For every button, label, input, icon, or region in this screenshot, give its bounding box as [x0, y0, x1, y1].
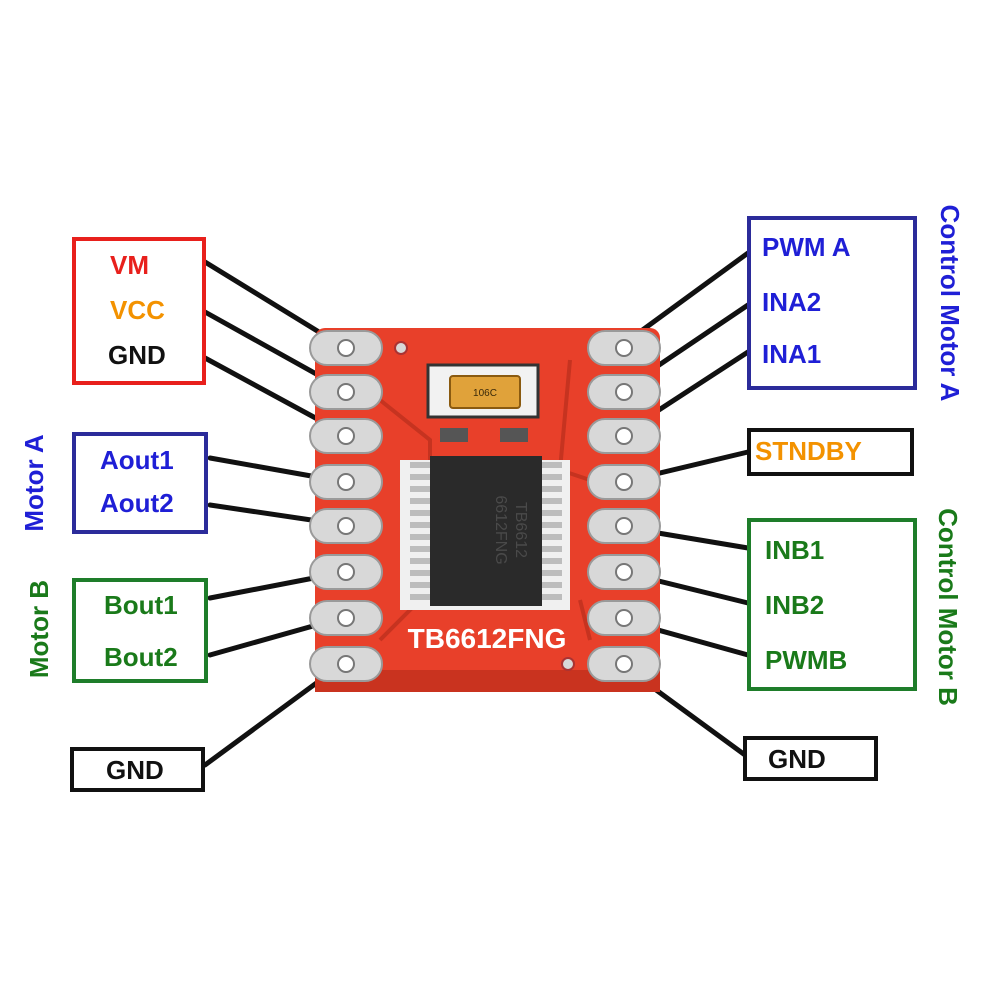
pin-hole-right-4 — [615, 473, 633, 491]
chip-leg-right-12 — [542, 594, 562, 600]
pin-hole-right-3 — [615, 427, 633, 445]
chip-text-2: 6612FNG — [492, 495, 509, 564]
capacitor — [449, 375, 521, 409]
pin-hole-right-8 — [615, 655, 633, 673]
control-b-title: Control Motor B — [933, 508, 963, 706]
pin-label-vcc: VCC — [110, 295, 165, 325]
chip-leg-left-6 — [410, 522, 430, 528]
pin-hole-left-8 — [337, 655, 355, 673]
chip-leg-left-1 — [410, 462, 430, 468]
pin-label-gnd-left: GND — [106, 755, 164, 785]
chip-leg-right-10 — [542, 570, 562, 576]
pin-label-ina2: INA2 — [762, 287, 822, 317]
mounting-hole-bottom — [561, 657, 575, 671]
pin-hole-left-3 — [337, 427, 355, 445]
pin-label-inb2: INB2 — [765, 590, 825, 620]
pin-hole-left-4 — [337, 473, 355, 491]
chip-leg-left-5 — [410, 510, 430, 516]
pin-label-pwma: PWM A — [762, 232, 851, 262]
control-a-title: Control Motor A — [935, 204, 965, 402]
motor-a-title: Motor A — [19, 434, 49, 532]
pin-hole-right-6 — [615, 563, 633, 581]
pin-label-gnd-power: GND — [108, 340, 166, 370]
pin-hole-right-1 — [615, 339, 633, 357]
pin-pads — [309, 330, 661, 682]
chip-leg-left-3 — [410, 486, 430, 492]
power-pins-box — [72, 237, 206, 385]
pin-hole-left-5 — [337, 517, 355, 535]
chip-leg-right-5 — [542, 510, 562, 516]
motor-b-title: Motor B — [24, 579, 54, 679]
standby-box — [747, 428, 914, 476]
capacitor-label: 106C — [473, 388, 497, 399]
chip-text: TB6612 — [512, 502, 529, 558]
chip-leg-left-11 — [410, 582, 430, 588]
pin-hole-right-5 — [615, 517, 633, 535]
chip-leg-left-7 — [410, 534, 430, 540]
pin-hole-left-6 — [337, 563, 355, 581]
pin-label-bout2: Bout2 — [104, 642, 178, 672]
board-name: TB6612FNG — [408, 623, 567, 654]
chip — [430, 456, 542, 606]
motor-b-box — [72, 578, 208, 683]
chip-leg-left-9 — [410, 558, 430, 564]
pin-hole-left-7 — [337, 609, 355, 627]
chip-leg-left-8 — [410, 546, 430, 552]
pin-label-bout1: Bout1 — [104, 590, 178, 620]
pin-label-inb1: INB1 — [765, 535, 825, 565]
pin-label-stndby: STNDBY — [755, 436, 862, 466]
pin-label-aout1: Aout1 — [100, 445, 174, 475]
pcb-board: 106C TB6612 6612FNG TB6612FNG — [315, 328, 660, 692]
chip-leg-left-4 — [410, 498, 430, 504]
chip-leg-left-12 — [410, 594, 430, 600]
pin-hole-left-2 — [337, 383, 355, 401]
motor-a-box — [72, 432, 208, 534]
chip-leg-right-11 — [542, 582, 562, 588]
pin-hole-right-2 — [615, 383, 633, 401]
pin-label-pwmb: PWMB — [765, 645, 848, 675]
pin-hole-left-1 — [337, 339, 355, 357]
chip-leg-right-8 — [542, 546, 562, 552]
chip-leg-left-10 — [410, 570, 430, 576]
chip-leg-right-9 — [542, 558, 562, 564]
chip-leg-right-3 — [542, 486, 562, 492]
pin-label-ina1: INA1 — [762, 339, 822, 369]
gnd-left-box — [70, 747, 205, 792]
chip-leg-right-6 — [542, 522, 562, 528]
chip-leg-right-4 — [542, 498, 562, 504]
pin-hole-right-7 — [615, 609, 633, 627]
chip-leg-left-2 — [410, 474, 430, 480]
pin-label-aout2: Aout2 — [100, 488, 174, 518]
chip-leg-right-1 — [542, 462, 562, 468]
pin-label-vm: VM — [110, 250, 149, 280]
mounting-hole-top — [394, 341, 408, 355]
pin-label-gnd-right: GND — [768, 744, 826, 774]
chip-leg-right-2 — [542, 474, 562, 480]
chip-leg-right-7 — [542, 534, 562, 540]
control-b-box — [747, 518, 917, 691]
control-a-box — [747, 216, 917, 390]
gnd-right-box — [743, 736, 878, 781]
